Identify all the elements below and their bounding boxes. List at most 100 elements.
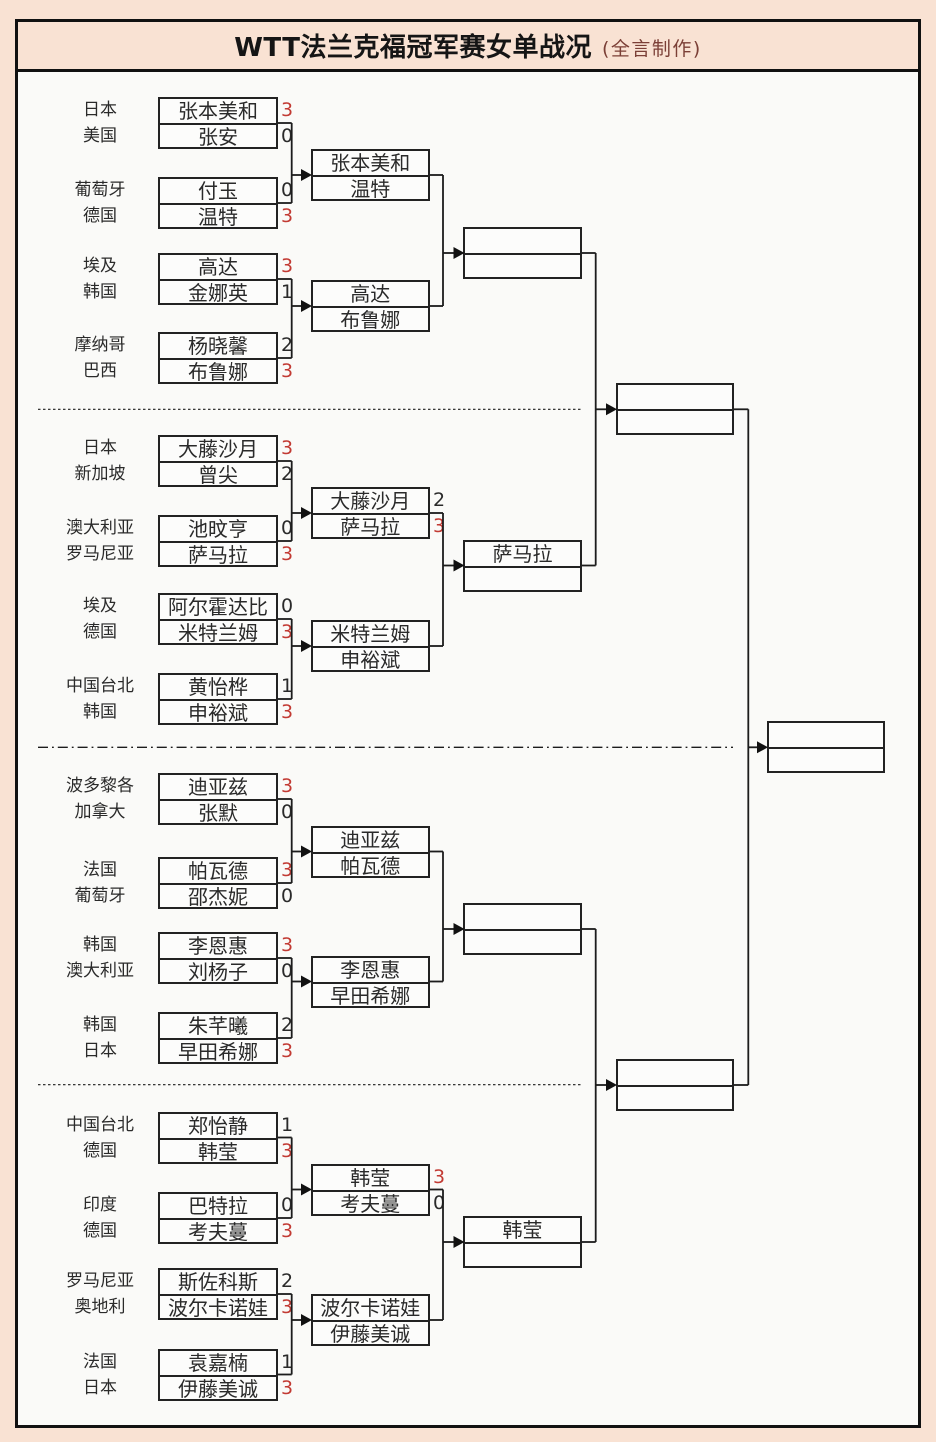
score-label: 1 xyxy=(281,1113,294,1136)
score-label: 3 xyxy=(281,859,294,881)
r1-match-s4-4-player2: 伊藤美诚 xyxy=(178,1376,258,1401)
r1-match-s1-4: 杨晓馨布鲁娜 xyxy=(158,332,278,384)
r1-match-s4-4: 袁嘉楠伊藤美诚 xyxy=(158,1348,278,1401)
score-label: 3 xyxy=(281,360,294,382)
country-label: 中国台北 xyxy=(66,1114,134,1135)
r1-match-s1-2: 付玉温特 xyxy=(158,177,278,229)
r1-match-s1-4-player1: 杨晓馨 xyxy=(160,334,276,360)
r1-match-s2-3-player1: 阿尔霍达比 xyxy=(160,595,276,621)
r2-match-s3-1-player2: 帕瓦德 xyxy=(340,853,401,878)
r1-match-s4-2-player1: 巴特拉 xyxy=(160,1194,276,1220)
qf-match-4: 韩莹 xyxy=(463,1216,582,1268)
r1-match-s1-2-player1: 付玉 xyxy=(160,179,276,205)
r2-match-s1-1: 张本美和温特 xyxy=(310,149,430,201)
score-label: 3 xyxy=(281,437,294,459)
score-label: 1 xyxy=(281,1350,294,1373)
r1-match-s2-1-player2: 曾尖 xyxy=(198,463,238,487)
score-label: 3 xyxy=(281,1296,294,1318)
r1-match-s1-1: 张本美和张安 xyxy=(158,97,278,149)
country-label: 德国 xyxy=(83,1140,117,1161)
connector-lines xyxy=(38,122,768,1376)
r1-match-s4-2-player2: 考夫蔓 xyxy=(188,1220,248,1244)
country-label: 韩国 xyxy=(83,935,117,955)
r1-match-s1-1-player2: 张安 xyxy=(198,125,238,149)
score-label: 2 xyxy=(281,1270,294,1292)
r1-match-s4-3-player1: 斯佐科斯 xyxy=(160,1270,276,1296)
r1-match-s2-4: 黄怡桦申裕斌 xyxy=(158,673,278,725)
country-label: 澳大利亚 xyxy=(66,961,134,981)
r2-match-s2-2-player2: 申裕斌 xyxy=(340,648,401,672)
r1-match-s3-2-player2: 邵杰妮 xyxy=(188,885,248,909)
r1-match-s3-4: 朱芊曦早田希娜 xyxy=(158,1012,278,1064)
r1-match-s1-4-player2: 布鲁娜 xyxy=(188,360,248,384)
score-label: 0 xyxy=(281,801,294,823)
score-label: 3 xyxy=(281,1040,294,1062)
qf-match-3-player1 xyxy=(465,905,580,931)
r2-match-s1-2-player1: 高达 xyxy=(312,282,428,308)
r2-match-s4-2: 波尔卡诺娃伊藤美诚 xyxy=(310,1294,430,1346)
r1-match-s3-3-player2: 刘杨子 xyxy=(188,960,248,984)
country-label: 日本 xyxy=(83,1041,117,1061)
title-bar: WTT法兰克福冠军赛女单战况 (全言制作) xyxy=(18,22,918,72)
r2-match-s3-2: 李恩惠早田希娜 xyxy=(310,955,430,1008)
r1-match-s4-1: 郑怡静韩莹 xyxy=(158,1111,278,1164)
r1-match-s2-4-player2: 申裕斌 xyxy=(188,701,248,725)
score-label: 0 xyxy=(281,125,294,147)
r1-match-s2-1-player1: 大藤沙月 xyxy=(160,437,276,463)
score-label: 2 xyxy=(281,463,294,485)
r1-match-s1-2-player2: 温特 xyxy=(198,205,238,229)
qf-match-2: 萨马拉 xyxy=(463,539,582,592)
country-label: 埃及 xyxy=(83,256,117,276)
r2-match-s3-1: 迪亚兹帕瓦德 xyxy=(310,825,430,878)
r2-match-s4-1-player2: 考夫蔓 xyxy=(340,1191,401,1216)
r1-match-s2-1: 大藤沙月曾尖 xyxy=(158,435,278,487)
country-label: 韩国 xyxy=(83,1015,117,1035)
sf-match-1 xyxy=(615,383,734,436)
r2-match-s4-2-player1: 波尔卡诺娃 xyxy=(312,1296,428,1322)
country-label: 罗马尼亚 xyxy=(66,1271,134,1291)
r1-match-s4-2: 巴特拉考夫蔓 xyxy=(158,1192,278,1244)
qf-match-2-player1: 萨马拉 xyxy=(465,542,580,568)
score-label: 3 xyxy=(281,775,294,797)
r2-match-s1-2-player2: 布鲁娜 xyxy=(340,308,401,332)
score-label: 3 xyxy=(281,1139,294,1162)
r1-match-s4-1-player2: 韩莹 xyxy=(198,1139,238,1164)
r1-match-s3-3-player1: 李恩惠 xyxy=(160,934,276,960)
r1-match-s1-3-player1: 高达 xyxy=(160,255,276,281)
country-label: 新加坡 xyxy=(74,464,126,484)
score-label: 0 xyxy=(281,517,294,539)
country-label: 德国 xyxy=(83,1221,117,1241)
r2-match-s2-2: 米特兰姆申裕斌 xyxy=(310,620,430,672)
qf-match-3 xyxy=(463,903,582,955)
score-label: 0 xyxy=(281,960,294,982)
r2-match-s4-1-player1: 韩莹 xyxy=(312,1166,428,1192)
r1-match-s1-3: 高达金娜英 xyxy=(158,253,278,305)
r1-match-s4-1-player1: 郑怡静 xyxy=(160,1114,276,1140)
country-label: 韩国 xyxy=(83,702,117,722)
r2-match-s4-1: 韩莹考夫蔓 xyxy=(310,1163,430,1216)
score-label: 3 xyxy=(433,515,446,537)
title-credit: (全言制作) xyxy=(601,38,702,60)
score-label: 3 xyxy=(281,934,294,956)
r1-match-s3-1-player2: 张默 xyxy=(198,801,238,825)
score-label: 1 xyxy=(281,675,294,697)
sf-match-1-player1 xyxy=(617,385,732,412)
r1-match-s3-4-player2: 早田希娜 xyxy=(178,1040,258,1064)
final-match xyxy=(766,721,885,774)
r2-match-s2-2-player1: 米特兰姆 xyxy=(312,622,428,648)
country-label: 加拿大 xyxy=(74,802,126,822)
score-label: 0 xyxy=(281,595,294,617)
r1-match-s2-2-player2: 萨马拉 xyxy=(188,543,248,567)
country-label: 摩纳哥 xyxy=(74,335,126,355)
country-label: 罗马尼亚 xyxy=(66,544,134,564)
country-label: 奥地利 xyxy=(74,1297,126,1317)
country-label: 波多黎各 xyxy=(66,776,134,796)
qf-match-1-player1 xyxy=(465,229,580,255)
score-label: 1 xyxy=(281,281,294,303)
r1-match-s2-4-player1: 黄怡桦 xyxy=(160,675,276,701)
country-label: 巴西 xyxy=(83,361,117,381)
score-label: 3 xyxy=(433,1165,446,1188)
score-label: 3 xyxy=(281,701,294,723)
